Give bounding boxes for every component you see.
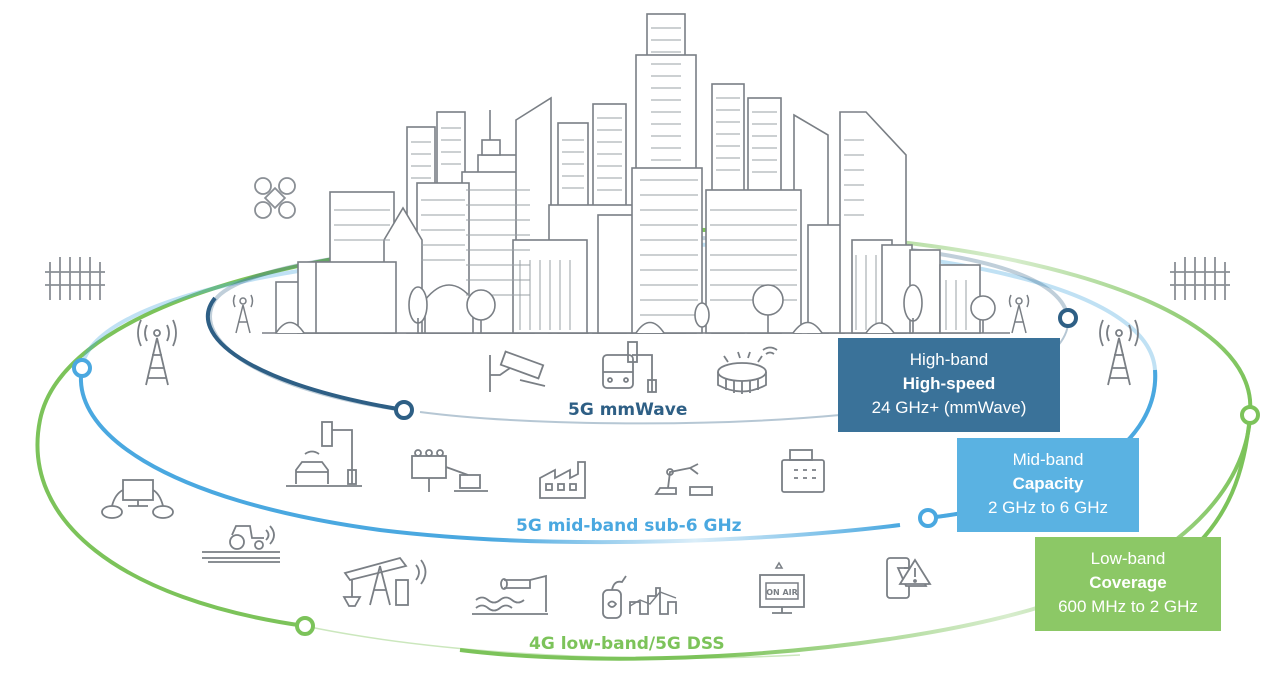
high-band-ring-start-dot [394, 400, 414, 420]
drone-icon [254, 177, 296, 219]
high-band-ring-end-dot [1058, 308, 1078, 328]
high-band-box: High-band High-speed 24 GHz+ (mmWave) [838, 338, 1060, 432]
security-camera-icon [489, 350, 546, 392]
tractor-icon [202, 525, 280, 563]
low-band-ring-end-dot [1240, 405, 1260, 425]
billboard-laptop-icon [411, 449, 488, 492]
car-traffic-light-icon [286, 421, 362, 487]
antenna-mast-left-icon [45, 257, 105, 300]
low-band-box: Low-band Coverage 600 MHz to 2 GHz [1035, 537, 1221, 631]
mid-band-ring-end-dot [918, 508, 938, 528]
high-band-range: 24 GHz+ (mmWave) [871, 398, 1027, 417]
gaming-console-icon [101, 479, 174, 519]
alert-phone-icon [886, 557, 932, 599]
factory-icon [539, 461, 586, 499]
mid-band-title: Mid-band [1012, 450, 1084, 469]
low-band-title: Low-band [1090, 549, 1166, 568]
high-band-ring-label: 5G mmWave [568, 400, 688, 420]
low-band-ring [35, 227, 1260, 661]
cityscape-illustration [262, 13, 1010, 334]
oil-pump-icon [342, 556, 427, 607]
high-band-title: High-band [909, 350, 989, 369]
on-air-label: ON AIR [766, 588, 798, 597]
high-band-subtitle: High-speed [902, 374, 996, 393]
mid-band-subtitle: Capacity [1012, 474, 1084, 493]
cash-register-icon [781, 449, 825, 493]
low-band-ring-label: 4G low-band/5G DSS [529, 634, 725, 654]
small-tower-left-icon [232, 294, 254, 334]
on-air-tv-icon: ON AIR [759, 561, 805, 614]
antenna-mast-right-icon [1170, 257, 1230, 300]
city-windows [334, 27, 967, 330]
cell-tower-left-icon [137, 319, 177, 386]
low-band-ring-start-dot [295, 616, 315, 636]
water-outflow-icon [472, 574, 548, 615]
stadium-icon [717, 346, 778, 394]
bus-traffic-light-icon [602, 341, 657, 393]
low-band-subtitle: Coverage [1089, 573, 1167, 592]
health-monitor-icon [602, 575, 677, 619]
mid-band-ring-label: 5G mid-band sub-6 GHz [516, 516, 742, 536]
mid-band-range: 2 GHz to 6 GHz [988, 498, 1108, 517]
mid-band-box: Mid-band Capacity 2 GHz to 6 GHz [957, 438, 1139, 532]
robot-arm-icon [654, 463, 713, 496]
mid-band-ring-start-dot [72, 358, 92, 378]
small-tower-right-icon [1008, 294, 1030, 334]
city-trees [275, 284, 996, 334]
low-band-range: 600 MHz to 2 GHz [1058, 597, 1198, 616]
cell-tower-right-icon [1099, 319, 1139, 386]
